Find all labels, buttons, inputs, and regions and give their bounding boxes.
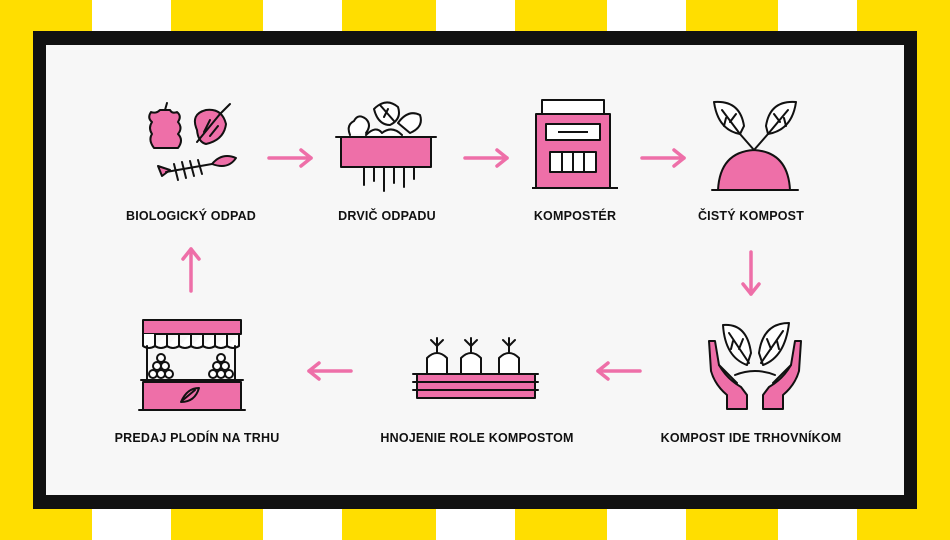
market-stall-icon	[138, 319, 246, 411]
label-market-sale: PREDAJ PLODÍN NA TRHU	[114, 431, 280, 445]
diagram-panel	[46, 45, 904, 495]
arrow-waste-to-shredder	[267, 148, 313, 168]
label-field-fertilizing: HNOJENIE ROLE KOMPOSTOM	[380, 431, 574, 445]
label-clean-compost: ČISTÝ KOMPOST	[697, 209, 805, 223]
arrow-market-to-waste	[181, 247, 201, 293]
shredder-icon	[335, 101, 437, 192]
label-composter: KOMPOSTÉR	[533, 209, 617, 223]
label-compost-to-vendors: KOMPOST IDE TRHOVNÍKOM	[660, 431, 842, 445]
composter-icon	[532, 99, 618, 189]
arrow-composter-to-compost	[640, 148, 686, 168]
label-biological-waste: BIOLOGICKÝ ODPAD	[125, 209, 257, 223]
waste-icon	[148, 102, 237, 181]
hands-plant-icon	[708, 322, 802, 410]
label-waste-shredder: DRVIČ ODPADU	[338, 209, 436, 223]
arrow-vendors-to-field	[596, 361, 642, 381]
arrow-compost-to-vendors	[741, 250, 761, 296]
arrow-shredder-to-composter	[463, 148, 509, 168]
sprout-mound-icon	[711, 100, 799, 191]
arrow-field-to-market	[307, 361, 353, 381]
carrot-field-icon	[412, 337, 539, 399]
